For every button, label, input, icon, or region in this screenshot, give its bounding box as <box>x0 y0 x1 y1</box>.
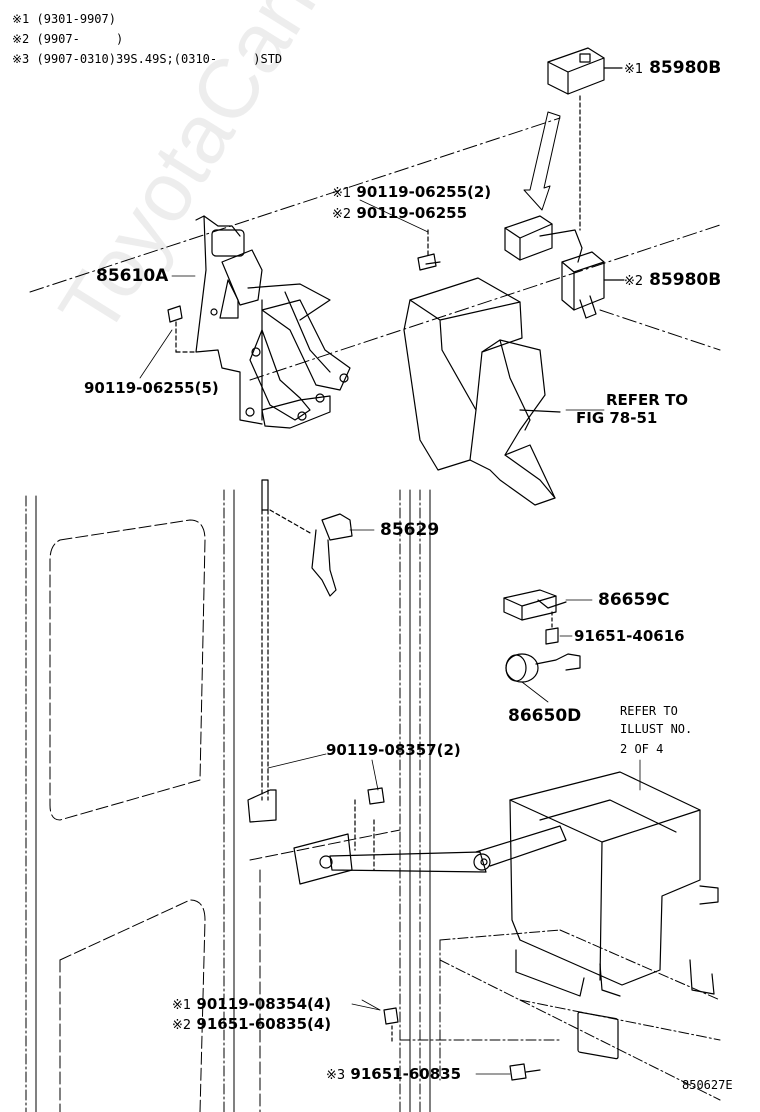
bolt-06255-5 <box>139 305 197 379</box>
part-number: 85980B <box>649 58 722 78</box>
label-refer-fig-line2: FIG 78-51 <box>576 409 658 427</box>
mark-1: ※1 <box>624 62 644 77</box>
mark-2: ※2 <box>332 207 352 222</box>
reference-lines-lower <box>399 929 721 1101</box>
leader-lines <box>267 409 605 1011</box>
part-number: 91651-60835 <box>350 1065 462 1083</box>
label-bolt-60835: ※3 91651-60835 <box>326 1064 461 1086</box>
label-refer-fig-line1: REFER TO <box>606 391 689 409</box>
label-85610a: 85610A <box>96 266 169 286</box>
bolt-60835 <box>475 1063 541 1081</box>
label-refer-illust-line3: 2 OF 4 <box>620 742 664 756</box>
label-bolt-06255: ※2 90119-06255 <box>332 203 467 225</box>
label-refer-illust-line1: REFER TO <box>620 704 678 718</box>
figure-id: 850627E <box>682 1078 733 1092</box>
part-number: 90119-06255(2) <box>356 183 492 201</box>
lower-motor-box <box>509 759 719 1060</box>
vehicle-panel <box>25 489 431 1112</box>
label-86659c: 86659C <box>598 590 670 610</box>
mark-1: ※1 <box>332 186 352 201</box>
note-2: ※2 (9907- ) <box>12 32 124 46</box>
relay-85980b-2 <box>504 215 625 319</box>
label-bolt-08357: 90119-08357(2) <box>326 741 461 759</box>
reference-lines-upper <box>29 117 721 381</box>
part-number: 90119-06255 <box>356 204 468 222</box>
bolt-08354 <box>361 999 399 1043</box>
label-refer-illust-line2: ILLUST NO. <box>620 722 693 736</box>
label-bolt-40616: 91651-40616 <box>574 627 685 645</box>
label-bolt-06255-5: 90119-06255(5) <box>84 379 219 397</box>
link-rod <box>293 787 567 885</box>
mark-1: ※1 <box>172 998 192 1013</box>
label-bolt-60835-4: ※2 91651-60835(4) <box>172 1014 331 1036</box>
part-number: 91651-60835(4) <box>196 1015 332 1033</box>
label-86650d: 86650D <box>508 706 582 726</box>
label-85980b-2: ※2 85980B <box>624 270 721 292</box>
buzzer-assembly <box>503 589 593 703</box>
cable-85629 <box>247 479 375 823</box>
note-3: ※3 (9907-0310)39S.49S;(0310- )STD <box>12 52 283 66</box>
part-number: 85980B <box>649 270 722 290</box>
part-number: 90119-08354(4) <box>196 995 332 1013</box>
relay-85980b-1 <box>547 47 623 95</box>
bolt-top <box>359 199 441 271</box>
note-1: ※1 (9301-9907) <box>12 12 116 26</box>
label-85980b-1: ※1 85980B <box>624 58 721 80</box>
label-bolt-06255-2: ※1 90119-06255(2) <box>332 182 491 204</box>
label-bolt-08354: ※1 90119-08354(4) <box>172 994 331 1016</box>
mark-2: ※2 <box>624 274 644 289</box>
label-85629: 85629 <box>380 520 440 540</box>
mark-2: ※2 <box>172 1018 192 1033</box>
arrow-down <box>523 95 581 231</box>
ecu-cover <box>403 277 561 506</box>
mark-3: ※3 <box>326 1068 346 1083</box>
bracket-85610a <box>171 215 351 429</box>
